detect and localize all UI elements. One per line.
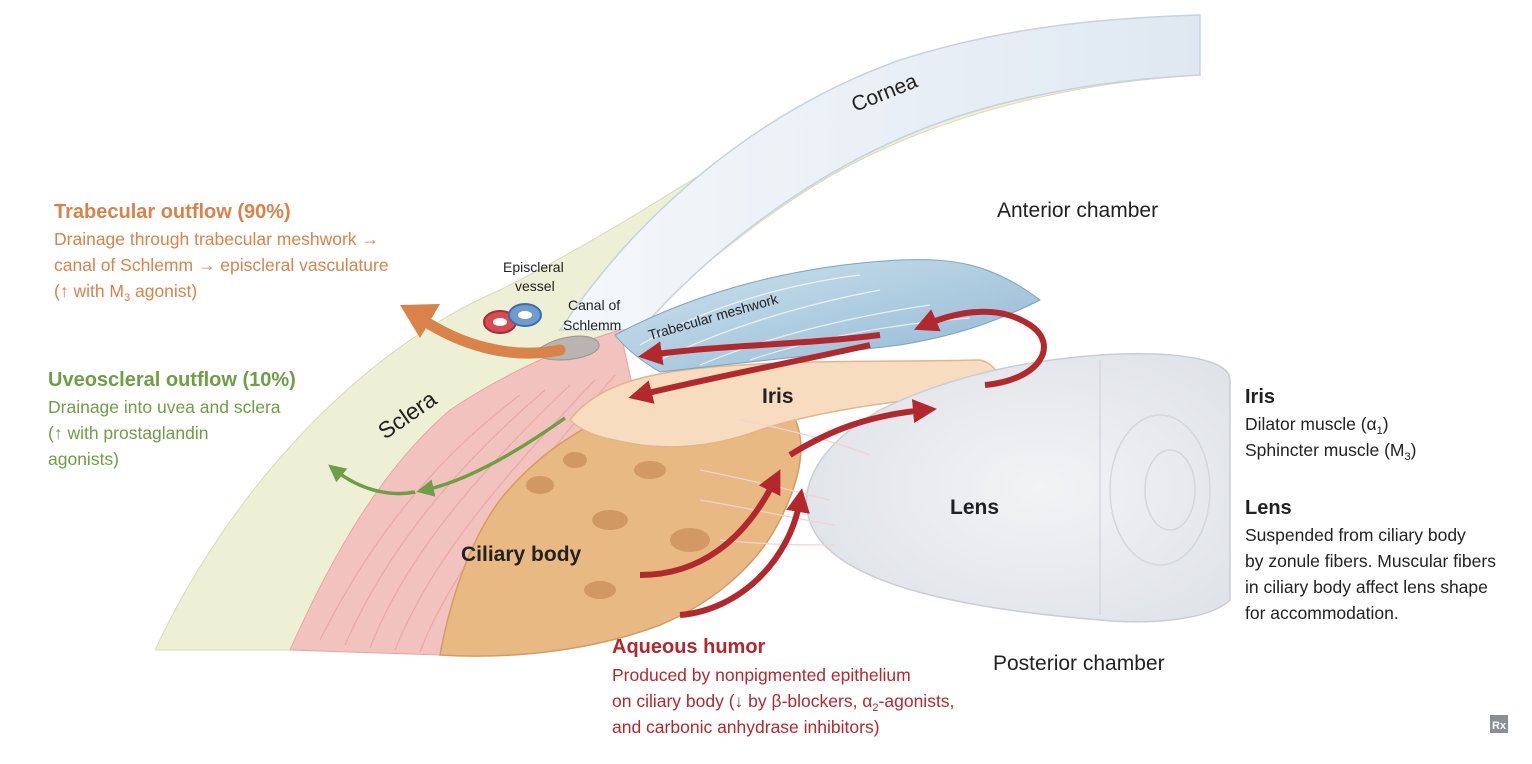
label-anterior-chamber: Anterior chamber <box>997 199 1158 222</box>
trabecular-outflow-line2: canal of Schlemm → episcleral vasculatur… <box>54 255 389 275</box>
label-ciliary-body: Ciliary body <box>461 543 582 566</box>
label-episcleral-vessel-2: vessel <box>515 278 555 294</box>
uveoscleral-outflow-line1: Drainage into uvea and sclera <box>48 397 281 417</box>
lens-note-title: Lens <box>1245 497 1292 519</box>
label-episcleral-vessel-1: Episcleral <box>503 259 564 275</box>
aqueous-humor-line3: and carbonic anhydrase inhibitors) <box>612 717 880 737</box>
uveoscleral-outflow-line2: (↑ with prostaglandin <box>48 423 209 443</box>
label-canal-1: Canal of <box>568 297 620 313</box>
trabecular-outflow-arrow <box>414 312 566 359</box>
lens-note-line4: for accommodation. <box>1245 603 1399 623</box>
lens-rings <box>1109 414 1211 566</box>
trabecular-meshwork <box>614 259 1041 373</box>
vessel-lumen-blue <box>518 311 532 319</box>
lens-note-line2: by zonule fibers. Muscular fibers <box>1245 551 1496 571</box>
rx-logo-text: Rx <box>1492 720 1507 732</box>
lens-note-line1: Suspended from ciliary body <box>1245 525 1466 545</box>
trabecular-outflow-line3: (↑ with M3 agonist) <box>54 281 197 304</box>
aqueous-humor-title: Aqueous humor <box>612 636 766 658</box>
label-lens: Lens <box>950 496 999 519</box>
ciliary-processes <box>526 452 710 599</box>
aqueous-humor-line2: on ciliary body (↓ by β-blockers, α2-ago… <box>612 691 954 714</box>
iris-note-line2: Sphincter muscle (M3) <box>1245 440 1416 463</box>
aqueous-humor-line1: Produced by nonpigmented epithelium <box>612 665 911 685</box>
label-iris: Iris <box>762 385 794 408</box>
uveoscleral-outflow-arrow <box>416 416 567 497</box>
uveoscleral-outflow-title: Uveoscleral outflow (10%) <box>48 369 296 391</box>
label-posterior-chamber: Posterior chamber <box>993 652 1165 675</box>
trabecular-outflow-line1: Drainage through trabecular meshwork → <box>54 229 379 249</box>
iris-note-title: Iris <box>1245 386 1275 408</box>
rx-logo <box>1490 715 1508 733</box>
label-canal-2: Schlemm <box>563 317 621 333</box>
trabecular-outflow-title: Trabecular outflow (90%) <box>54 201 291 223</box>
trabecular-arrowhead <box>400 304 440 338</box>
uveoscleral-outflow-line3: agonists) <box>48 449 119 469</box>
aqueous-flow-arrows <box>628 308 1047 618</box>
uveoscleral-outflow-arrow-2 <box>328 464 416 496</box>
cornea <box>558 14 1201 331</box>
iris-note-line1: Dilator muscle (α1) <box>1245 414 1389 437</box>
lens-note-line3: in ciliary body affect lens shape <box>1245 577 1488 597</box>
vessel-lumen <box>493 318 507 326</box>
